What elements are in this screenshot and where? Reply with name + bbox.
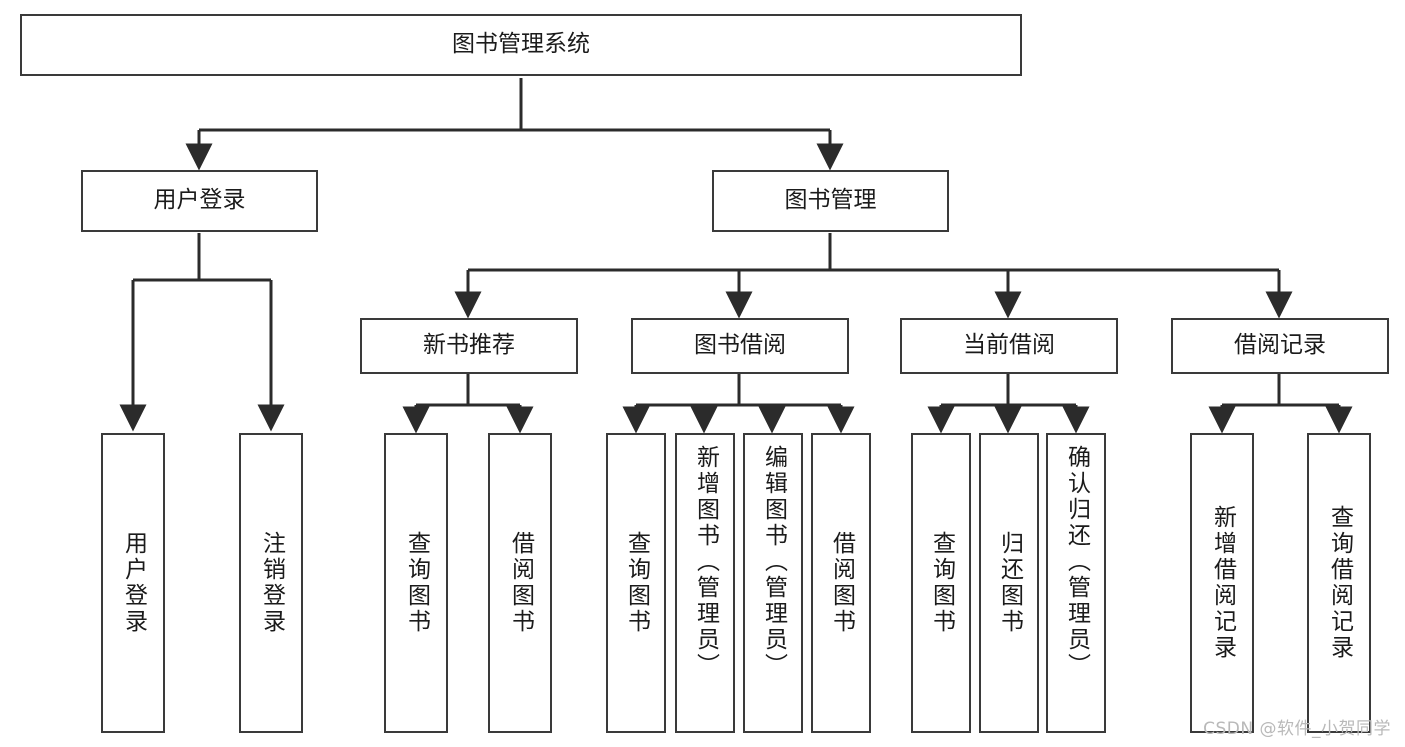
leaf-recommend-query-book[interactable]: 查询图书 — [384, 433, 448, 733]
leaf-borrow-query-book[interactable]: 查询图书 — [606, 433, 666, 733]
leaf-user-login-login[interactable]: 用户登录 — [101, 433, 165, 733]
leaf-recommend-borrow-book-label: 借阅图书 — [507, 531, 534, 635]
leaf-current-confirm-return[interactable]: 确认归还（管理员） — [1046, 433, 1106, 733]
node-user-login[interactable]: 用户登录 — [81, 170, 318, 232]
leaf-borrow-add-book-label: 新增图书（管理员） — [692, 445, 719, 679]
node-book-management-label: 图书管理 — [784, 187, 877, 214]
leaf-user-login-logout[interactable]: 注销登录 — [239, 433, 303, 733]
leaf-current-query-book-label: 查询图书 — [928, 531, 955, 635]
leaf-record-query-record[interactable]: 查询借阅记录 — [1307, 433, 1371, 733]
csdn-watermark: CSDN @软件_小贺同学 — [1203, 719, 1391, 739]
leaf-record-add-record[interactable]: 新增借阅记录 — [1190, 433, 1254, 733]
leaf-borrow-edit-book-label: 编辑图书（管理员） — [760, 445, 787, 679]
leaf-user-login-login-label: 用户登录 — [120, 531, 147, 635]
leaf-borrow-query-book-label: 查询图书 — [623, 531, 650, 635]
leaf-recommend-query-book-label: 查询图书 — [403, 531, 430, 635]
node-book-management[interactable]: 图书管理 — [712, 170, 949, 232]
leaf-borrow-borrow-book[interactable]: 借阅图书 — [811, 433, 871, 733]
node-borrow-record-label: 借阅记录 — [1234, 332, 1326, 359]
node-book-borrow-label: 图书借阅 — [694, 332, 786, 359]
node-borrow-record[interactable]: 借阅记录 — [1171, 318, 1389, 374]
node-book-borrow[interactable]: 图书借阅 — [631, 318, 849, 374]
node-current-borrow-label: 当前借阅 — [963, 332, 1055, 359]
leaf-borrow-edit-book[interactable]: 编辑图书（管理员） — [743, 433, 803, 733]
leaf-current-return-book[interactable]: 归还图书 — [979, 433, 1039, 733]
node-new-book-recommend-label: 新书推荐 — [423, 332, 515, 359]
node-user-login-label: 用户登录 — [153, 187, 246, 214]
leaf-record-add-record-label: 新增借阅记录 — [1209, 505, 1236, 661]
leaf-record-query-record-label: 查询借阅记录 — [1326, 505, 1353, 661]
leaf-current-query-book[interactable]: 查询图书 — [911, 433, 971, 733]
leaf-user-login-logout-label: 注销登录 — [258, 531, 285, 635]
node-new-book-recommend[interactable]: 新书推荐 — [360, 318, 578, 374]
leaf-recommend-borrow-book[interactable]: 借阅图书 — [488, 433, 552, 733]
node-root-system[interactable]: 图书管理系统 — [20, 14, 1022, 76]
leaf-borrow-add-book[interactable]: 新增图书（管理员） — [675, 433, 735, 733]
leaf-current-return-book-label: 归还图书 — [996, 531, 1023, 635]
leaf-current-confirm-return-label: 确认归还（管理员） — [1063, 445, 1090, 679]
leaf-borrow-borrow-book-label: 借阅图书 — [828, 531, 855, 635]
node-current-borrow[interactable]: 当前借阅 — [900, 318, 1118, 374]
node-root-system-label: 图书管理系统 — [452, 31, 590, 58]
